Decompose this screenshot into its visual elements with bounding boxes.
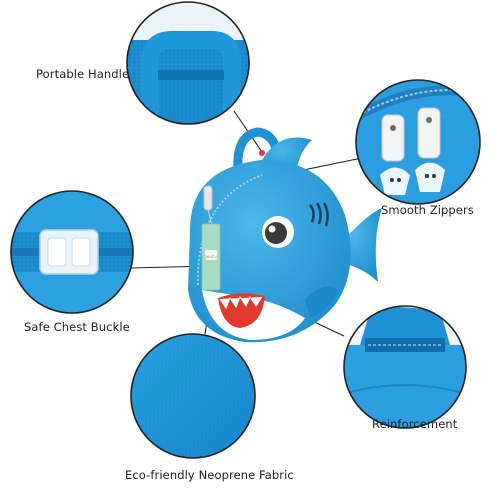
label-portable-handle: Portable Handle [36, 67, 130, 81]
fabric-detail-circle [130, 333, 256, 459]
label-safe-chest-buckle: Safe Chest Buckle [24, 320, 130, 334]
shark-backpack [188, 127, 382, 343]
label-smooth-zippers: Smooth Zippers [381, 203, 474, 217]
label-reinforcement: Reinforcement [372, 417, 458, 431]
buckle-detail-circle [10, 190, 134, 314]
marker-handle [259, 150, 265, 156]
label-neoprene-fabric: Eco-friendly Neoprene Fabric [125, 468, 294, 482]
zippers-detail-circle [355, 79, 481, 205]
handle-detail-circle [126, 1, 250, 125]
reinforcement-detail-circle [343, 305, 467, 429]
